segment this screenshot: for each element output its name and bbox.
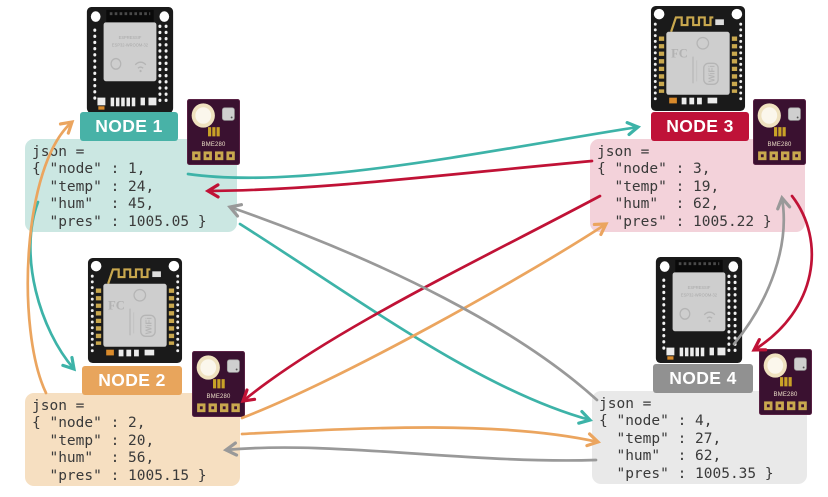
node-2-label: NODE 2 bbox=[82, 366, 182, 395]
arrow-node3-to-node1 bbox=[204, 159, 594, 199]
node-1-label: NODE 1 bbox=[80, 112, 178, 141]
arrow-node4-to-node2 bbox=[222, 441, 598, 462]
arrow-node2-to-node3 bbox=[240, 222, 609, 420]
arrow-node4-to-node1 bbox=[227, 203, 599, 402]
arrow-node3-to-node2 bbox=[240, 194, 602, 403]
node-3-bme280-sensor bbox=[753, 99, 806, 165]
node-1-esp32-board bbox=[86, 6, 174, 114]
node-1-bme280-sensor bbox=[187, 99, 240, 165]
node-2-bme280-sensor bbox=[192, 351, 245, 417]
arrow-node1-to-node4 bbox=[238, 222, 593, 425]
node-4-esp32-board bbox=[655, 256, 743, 364]
node-4-bme280-sensor bbox=[759, 349, 812, 415]
arrow-node2-to-node4 bbox=[240, 426, 602, 448]
arrow-node1-to-node3 bbox=[186, 121, 642, 180]
node-3-label: NODE 3 bbox=[651, 112, 749, 141]
node-3-esp32-board bbox=[650, 5, 746, 112]
node-4-label: NODE 4 bbox=[653, 364, 753, 393]
node-2-esp32-board bbox=[87, 257, 183, 364]
